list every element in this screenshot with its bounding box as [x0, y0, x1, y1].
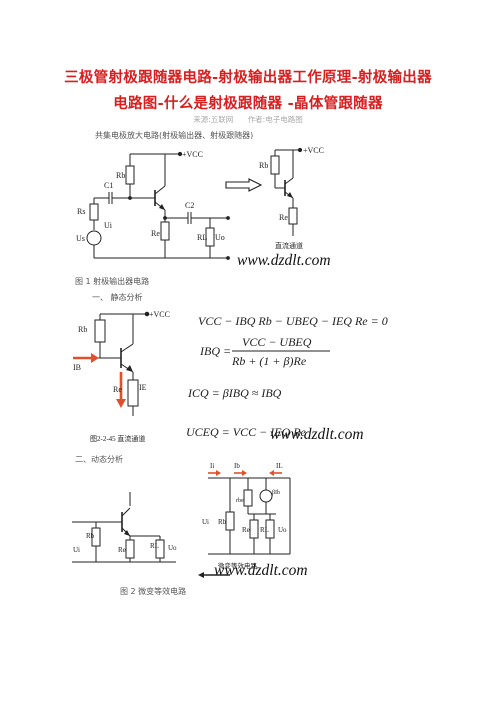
dc-path-caption: 直流通道	[275, 241, 303, 250]
section1-heading: 一、 静态分析	[92, 293, 143, 302]
watermark-2: www.dzdlt.com	[270, 426, 364, 443]
dc-rb-label: Rb	[259, 161, 268, 170]
static-ie-label: IE	[139, 383, 147, 392]
figure2-caption: 图 2 微变等效电路	[120, 587, 187, 596]
eq-il-label: IL	[276, 462, 283, 470]
eq-re-label: Re	[242, 526, 250, 534]
rb-label: Rb	[116, 171, 125, 180]
static-analysis-circuit: +VCC Rb Re IB IE 图2-2-45 直流通道	[73, 310, 170, 443]
uo-label: Uo	[215, 233, 225, 242]
rl-label: RL	[197, 233, 207, 242]
eq-rb-label: Rb	[218, 518, 227, 526]
c1-label: C1	[104, 181, 113, 190]
eq-rl-label: RL	[260, 526, 269, 534]
dc-vcc-label: +VCC	[303, 146, 324, 155]
equation-3: ICQ = βIBQ ≈ IBQ	[187, 386, 282, 400]
source-circle	[86, 230, 102, 246]
ac-circuit: Rb Re RL Ui Uo	[72, 492, 177, 563]
ac-re-label: Re	[118, 546, 126, 554]
section2-heading: 二、动态分析	[75, 455, 123, 464]
watermark-3: www.dzdlt.com	[214, 562, 308, 579]
watermark-1: www.dzdlt.com	[237, 252, 331, 269]
static-ib-label: IB	[73, 363, 81, 372]
figure1-caption: 图 1 射极输出器电路	[75, 277, 150, 286]
rs-resistor	[89, 203, 99, 221]
article-meta: 来源:五联网 作者:电子电路图	[0, 114, 496, 125]
rb-resistor	[125, 165, 135, 185]
equation-2-numerator: VCC − UBEQ	[242, 335, 312, 349]
ui-label: Ui	[104, 221, 113, 230]
article-title-line1: 三极管射极跟随器电路-射极输出器工作原理-射极输出器	[64, 70, 432, 86]
static-re-label: Re	[113, 385, 122, 394]
transform-arrow	[225, 178, 263, 192]
eq-uo-label: Uo	[278, 526, 287, 534]
eq-ib-label: Ib	[234, 462, 240, 470]
dc-path-circuit: +VCC Rb Re 直流通道	[259, 146, 324, 250]
static-rb-label: Rb	[78, 325, 87, 334]
author-text: 作者:电子电路图	[247, 115, 303, 124]
article-title-line2: 电路图-什么是射极跟随器 -晶体管跟随器	[113, 96, 383, 112]
c2-label: C2	[185, 201, 194, 210]
eq-rbe-label: rbe	[236, 498, 244, 504]
ac-rb-label: Rb	[86, 532, 95, 540]
dc-re-label: Re	[279, 213, 288, 222]
equation-2-denominator: Rb + (1 + β)Re	[231, 354, 307, 368]
equivalent-circuit: Ii Ib IL Ui Rb rbe βIb Re RL Uo 微变等效电路	[202, 462, 291, 570]
rs-label: Rs	[77, 207, 85, 216]
us-label: Us	[76, 234, 85, 243]
re-resistor	[160, 221, 170, 241]
eq-ii-label: Ii	[210, 462, 214, 470]
back-arrow	[198, 572, 230, 578]
ac-rl-label: RL	[150, 542, 159, 550]
re-label: Re	[151, 229, 160, 238]
micro-eq-caption: 微变等效电路	[218, 561, 258, 570]
source-text: 来源:五联网	[193, 115, 234, 124]
intro-text: 共集电极放大电路(射极输出器、射极跟随器)	[95, 131, 254, 140]
static-equations: VCC − IBQ Rb − UBEQ − IEQ Re = 0 IBQ = V…	[186, 314, 388, 439]
vcc-label: +VCC	[182, 150, 203, 159]
equation-1: VCC − IBQ Rb − UBEQ − IEQ Re = 0	[198, 314, 388, 328]
static-dc-caption: 图2-2-45 直流通道	[90, 434, 145, 443]
equation-2-lhs: IBQ =	[199, 344, 231, 358]
figure1-circuit: +VCC Rb Re RL Rs C1 C2 Ui Uo Us	[76, 150, 230, 260]
ac-uo-label: Uo	[168, 544, 177, 552]
equation-4: UCEQ = VCC − IEQ Re	[186, 425, 307, 439]
static-vcc-label: +VCC	[149, 310, 170, 319]
eq-ui-label: Ui	[202, 518, 209, 526]
eq-beta-ib-label: βIb	[272, 490, 280, 496]
ac-ui-label: Ui	[73, 546, 80, 554]
